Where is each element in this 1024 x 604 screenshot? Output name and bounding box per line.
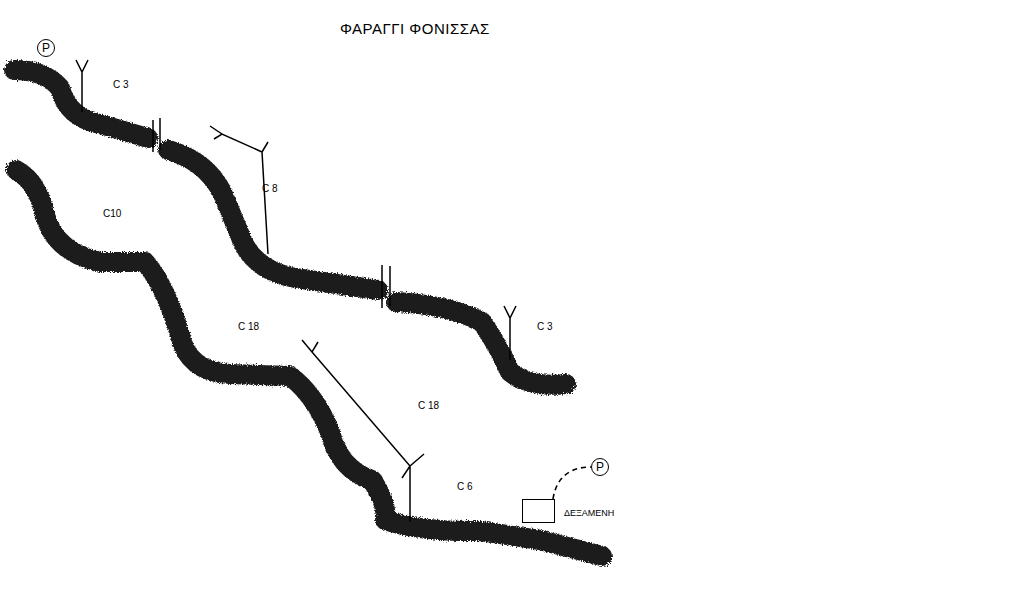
parking-letter: P bbox=[596, 460, 604, 474]
parking-marker: P bbox=[37, 39, 55, 57]
water-tank: ΔΕΞΑΜΕΝΗ bbox=[522, 499, 555, 523]
parking-marker: P bbox=[591, 458, 609, 476]
canyon-wall bbox=[16, 170, 602, 556]
pitch-label: C 3 bbox=[537, 321, 553, 332]
pitch-label: C 6 bbox=[457, 481, 473, 492]
anchor bbox=[504, 306, 516, 360]
pitch-label: C 3 bbox=[113, 79, 129, 90]
canyon-wall bbox=[14, 70, 148, 138]
approach-path bbox=[553, 467, 591, 499]
gap-mark bbox=[382, 265, 390, 308]
pitch-label: C 18 bbox=[238, 321, 259, 332]
parking-letter: P bbox=[42, 41, 50, 55]
canyon-wall bbox=[396, 302, 566, 385]
map-title: ΦΑΡΑΓΓΙ ΦΟΝΙΣΣΑΣ bbox=[340, 20, 490, 37]
gap-mark bbox=[153, 118, 160, 152]
pitch-label: C 8 bbox=[262, 183, 278, 194]
anchor bbox=[302, 340, 424, 522]
anchor bbox=[76, 60, 88, 112]
pitch-label: C 18 bbox=[418, 400, 439, 411]
anchor bbox=[210, 126, 268, 254]
tank-label: ΔΕΞΑΜΕΝΗ bbox=[564, 508, 614, 518]
pitch-label: C10 bbox=[103, 208, 121, 219]
canyon-wall bbox=[168, 150, 378, 290]
